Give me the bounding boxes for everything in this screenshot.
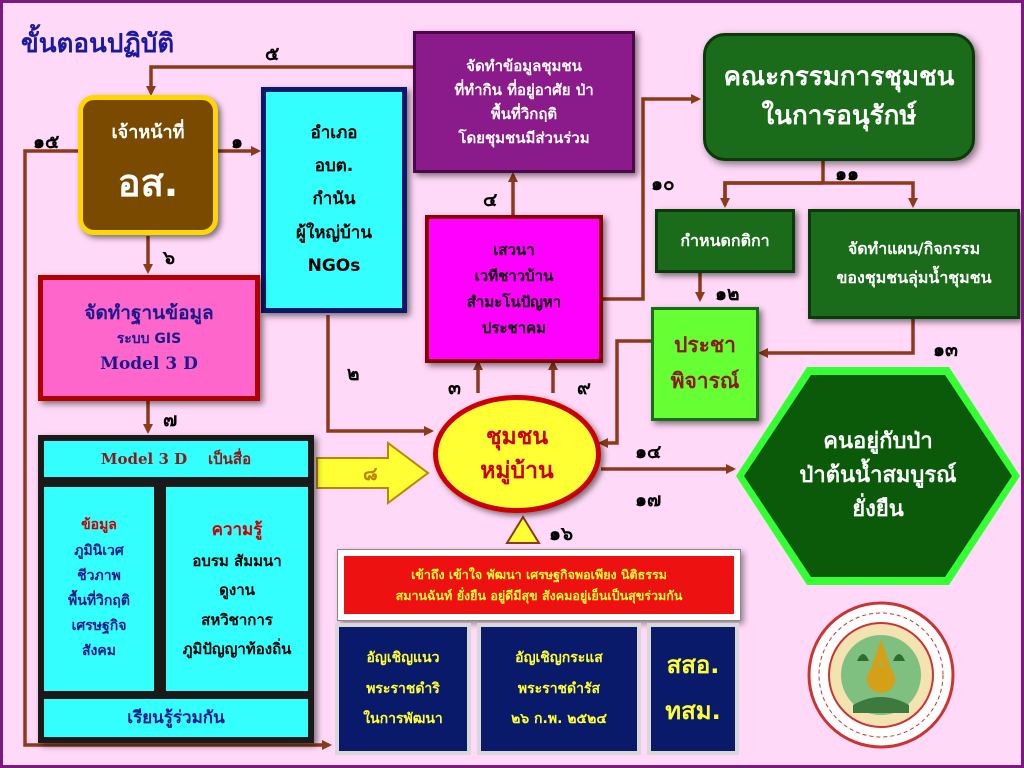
step-label-4: ๔ xyxy=(483,189,498,211)
goal-hexagon: คนอยู่กับป่า ป่าต้นน้ำสมบูรณ์ ยั่งยืน xyxy=(736,367,1020,585)
gis-box: จัดทำฐานข้อมูล ระบบ GIS Model 3 D xyxy=(38,275,260,401)
royal-guidance-box: อัญเชิญแนว พระราชดำริ ในการพัฒนา xyxy=(335,623,471,755)
step-label-3: ๓ xyxy=(448,377,461,399)
department-logo xyxy=(805,599,957,751)
officer-box: เจ้าหน้าที่ อส. xyxy=(78,95,218,235)
page-title: ขั้นตอนปฏิบัติ xyxy=(21,29,175,59)
media-panel: Model 3 D เป็นสื่อ ข้อมูล ภูมินิเวศ ชีวภ… xyxy=(38,435,314,743)
arrow-step-16 xyxy=(505,515,541,544)
step-label-9: ๙ xyxy=(577,377,591,399)
principles-banner: เข้าถึง เข้าใจ พัฒนา เศรษฐกิจพอเพียง นิต… xyxy=(337,549,741,621)
media-panel-footer: เรียนรู้ร่วมกัน xyxy=(44,699,308,737)
agency-box: สสอ. ทสม. xyxy=(647,623,739,755)
step-label-12: ๑๒ xyxy=(715,283,740,305)
step-label-17: ๑๗ xyxy=(635,489,662,511)
step-label-10: ๑๐ xyxy=(651,173,675,195)
step-label-14: ๑๔ xyxy=(635,441,662,463)
step-label-7: ๗ xyxy=(163,409,178,431)
step-label-16: ๑๖ xyxy=(549,523,574,545)
step-label-2: ๒ xyxy=(347,363,360,385)
step-label-1: ๑ xyxy=(231,131,244,153)
step-label-13: ๑๓ xyxy=(933,339,959,361)
rules-box: กำหนดกติกา xyxy=(655,209,795,273)
arrow-step-11 xyxy=(723,161,913,205)
step-label-6: ๖ xyxy=(163,247,176,269)
knowledge-column: ความรู้ อบรม สัมมนา ดูงาน สหวิชาการ ภูมิ… xyxy=(166,487,308,691)
step-label-5: ๕ xyxy=(265,43,280,65)
arrow-step-14 xyxy=(598,339,651,448)
local-admin-box: อำเภอ อบต. กำนัน ผู้ใหญ่บ้าน NGOs xyxy=(261,87,407,313)
principles-banner-inner: เข้าถึง เข้าใจ พัฒนา เศรษฐกิจพอเพียง นิต… xyxy=(344,556,734,614)
seminar-box: เสวนา เวทีชาวบ้าน สำมะโนปัญหา ประชาคม xyxy=(425,215,603,363)
step-label-11: ๑๑ xyxy=(835,163,860,185)
media-panel-header: Model 3 D เป็นสื่อ xyxy=(44,441,308,477)
department-seal-icon xyxy=(807,601,955,749)
step-label-8: ๘ xyxy=(363,463,378,485)
step-label-15: ๑๕ xyxy=(33,131,60,153)
arrow-step-13 xyxy=(758,319,915,358)
community-data-box: จัดทำข้อมูลชุมชน ที่ทำกิน ที่อยู่อาศัย ป… xyxy=(413,31,635,173)
committee-box: คณะกรรมการชุมชน ในการอนุรักษ์ xyxy=(703,33,975,161)
arrow-step-2 xyxy=(326,315,434,436)
goal-hexagon-inner: คนอยู่กับป่า ป่าต้นน้ำสมบูรณ์ ยั่งยืน xyxy=(744,375,1012,577)
royal-speech-box: อัญเชิญกระแส พระราชดำรัส ๒๖ ก.พ. ๒๕๒๔ xyxy=(477,623,641,755)
public-review-box: ประชา พิจารณ์ xyxy=(651,307,759,421)
plan-box: จัดทำแผน/กิจกรรม ของชุมชนลุ่มน้ำชุมชน xyxy=(808,209,1020,319)
info-column: ข้อมูล ภูมินิเวศ ชีวภาพ พื้นที่วิกฤติ เศ… xyxy=(44,487,154,691)
village-node: ชุมชน หมู่บ้าน xyxy=(433,395,601,513)
